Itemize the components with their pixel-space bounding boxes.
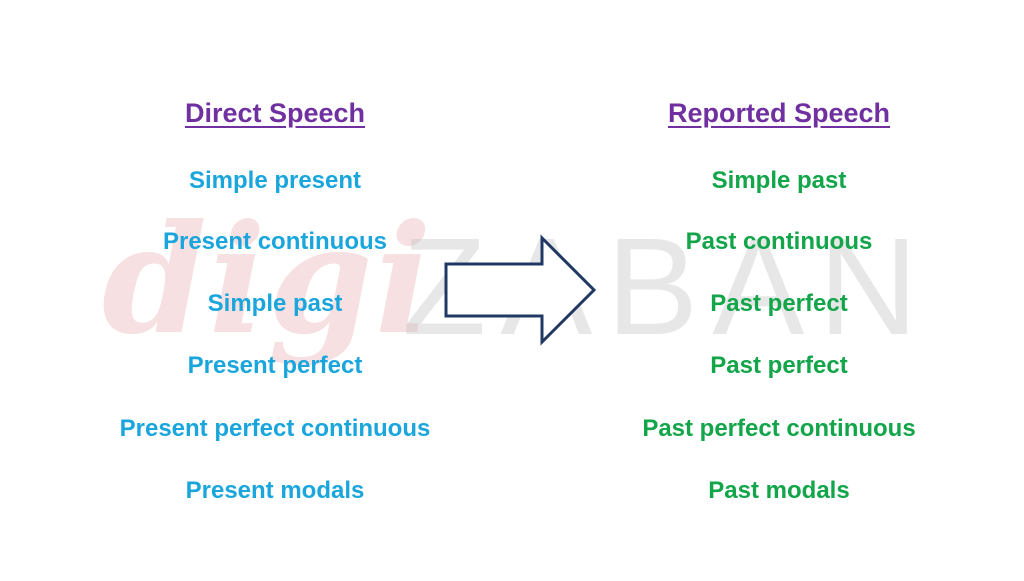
direct-speech-heading: Direct Speech — [184, 98, 366, 128]
direct-item: Simple present — [188, 167, 362, 194]
reported-item: Past perfect — [710, 290, 848, 317]
reported-item: Simple past — [711, 167, 847, 194]
direct-item: Present modals — [185, 477, 365, 504]
reported-speech-heading: Reported Speech — [667, 98, 891, 128]
direct-item: Simple past — [207, 290, 343, 317]
right-arrow-icon — [444, 234, 597, 346]
reported-item: Past continuous — [685, 228, 873, 255]
reported-item: Past modals — [708, 477, 850, 504]
watermark-digi: digi — [102, 192, 434, 368]
direct-item: Present perfect continuous — [119, 415, 431, 442]
direct-item: Present perfect — [187, 352, 363, 379]
direct-item: Present continuous — [162, 228, 388, 255]
reported-item: Past perfect — [710, 352, 848, 379]
reported-item: Past perfect continuous — [642, 415, 916, 442]
